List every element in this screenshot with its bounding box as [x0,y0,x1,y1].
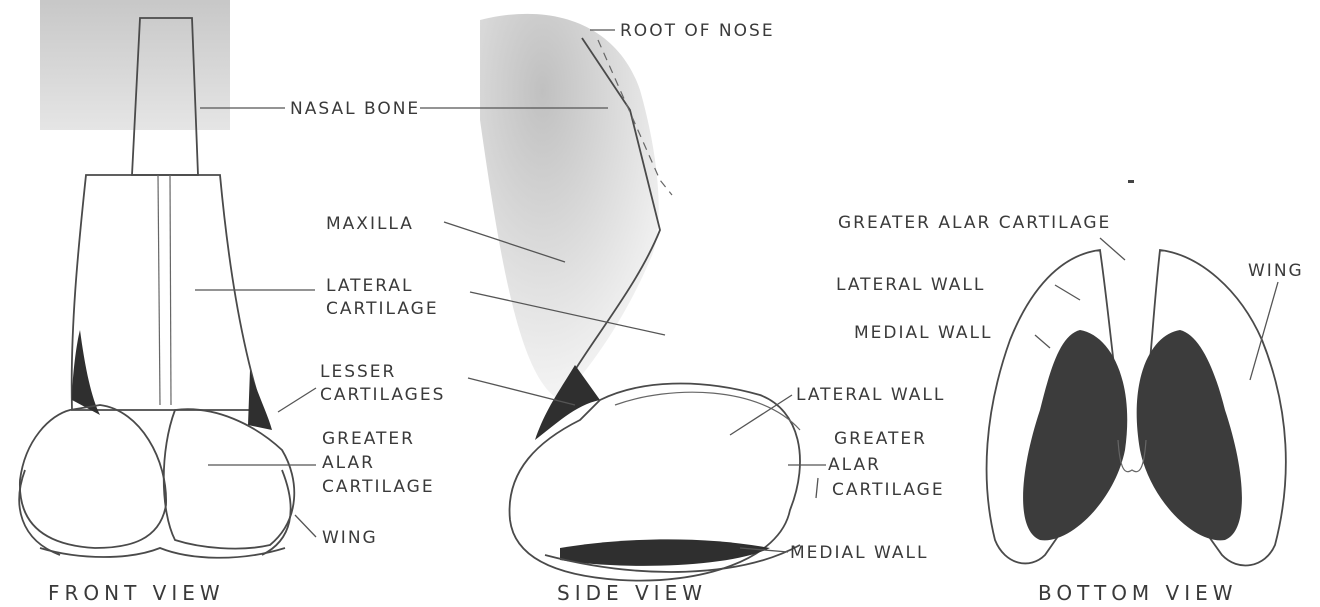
label-front-greater-alar-line2: ALAR [322,453,375,473]
label-front-greater-alar-line1: GREATER [322,429,415,449]
side-view [480,14,800,581]
captions: FRONT VIEW SIDE VIEW BOTTOM VIEW [48,581,1238,605]
bottom-speck [1128,180,1134,183]
label-bottom-wing: WING [1248,261,1304,281]
label-side-lateral-wall: LATERAL WALL [796,385,945,405]
side-face-shadow [480,14,659,400]
label-side-greater-alar-line1: GREATER [834,429,927,449]
label-maxilla: MAXILLA [326,214,414,234]
label-bottom-medial-wall: MEDIAL WALL [854,323,992,343]
front-wing-right [262,470,291,555]
front-lesser-cartilages-right [248,370,272,430]
label-nasal-bone: NASAL BONE [290,99,420,119]
label-front-wing: WING [322,528,378,548]
label-front-greater-alar-line3: CARTILAGE [322,477,435,497]
front-lateral-cartilage [72,175,262,410]
caption-front-view: FRONT VIEW [48,581,225,605]
front-greater-alar-right [164,409,295,548]
label-side-medial-wall: MEDIAL WALL [790,543,928,563]
label-lesser-cartilages-line1: LESSER [320,362,396,382]
bottom-nostril-right [1137,330,1242,540]
front-nostril-base [40,548,285,558]
caption-side-view: SIDE VIEW [557,581,707,605]
label-greater-alar-cartilage: GREATER ALAR CARTILAGE [838,213,1111,233]
label-side-greater-alar-line3: CARTILAGE [832,480,945,500]
front-septum-line-2 [170,175,171,405]
label-root-of-nose: ROOT OF NOSE [620,21,775,41]
side-lateral-wall-arc [615,392,800,430]
front-greater-alar-left [20,405,166,548]
bottom-nostril-left [1023,330,1127,540]
front-lesser-cartilages-left [72,330,100,415]
caption-bottom-view: BOTTOM VIEW [1038,581,1238,605]
label-lateral-cartilage-line2: CARTILAGE [326,299,439,319]
bottom-view [987,180,1286,565]
front-view [19,0,294,558]
label-side-greater-alar-line2: ALAR [828,455,881,475]
label-lesser-cartilages-line2: CARTILAGES [320,385,445,405]
label-bottom-lateral-wall: LATERAL WALL [836,275,985,295]
front-septum-line-1 [158,175,160,405]
label-lateral-cartilage-line1: LATERAL [326,276,414,296]
